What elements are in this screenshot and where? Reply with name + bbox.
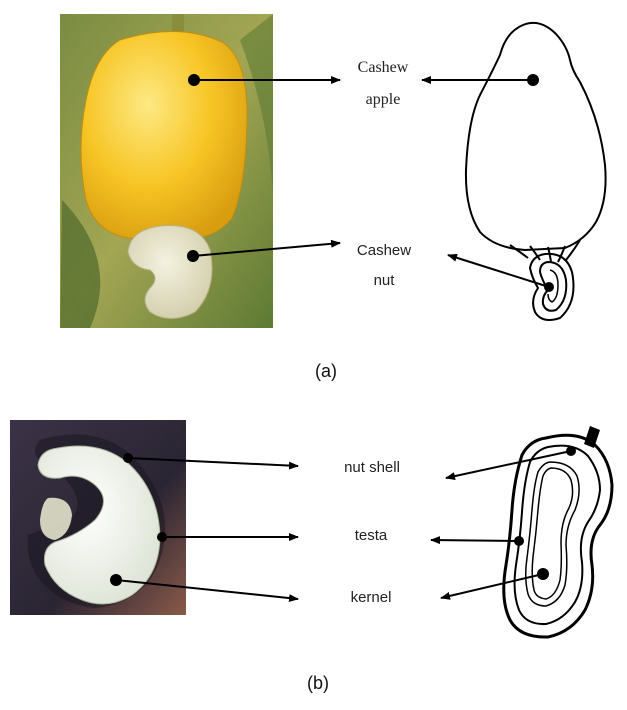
testa-label: testa: [355, 527, 388, 544]
panel-a: Cashew apple Cashew nut (a): [60, 14, 606, 381]
cashew-apple-photo: [60, 14, 273, 328]
nut-shell-label: nut shell: [344, 459, 400, 476]
cashew-apple-drawing: [466, 23, 606, 320]
nut-stalk-mark: [584, 426, 600, 448]
panel-b: nut shell testa kernel (b): [10, 420, 612, 693]
caption-b: (b): [307, 673, 329, 693]
kernel-label: kernel: [351, 589, 392, 606]
shell-drawing-arrow: [446, 451, 571, 478]
cashew-apple-label-line1: Cashew: [358, 59, 409, 76]
testa-drawing-arrow: [431, 540, 519, 541]
kernel-photo: [10, 420, 186, 615]
cashew-nut-label-line1: Cashew: [357, 242, 411, 259]
caption-a: (a): [315, 361, 337, 381]
cashew-apple-label-line2: apple: [366, 91, 401, 108]
cashew-nut-label-line2: nut: [374, 272, 396, 289]
